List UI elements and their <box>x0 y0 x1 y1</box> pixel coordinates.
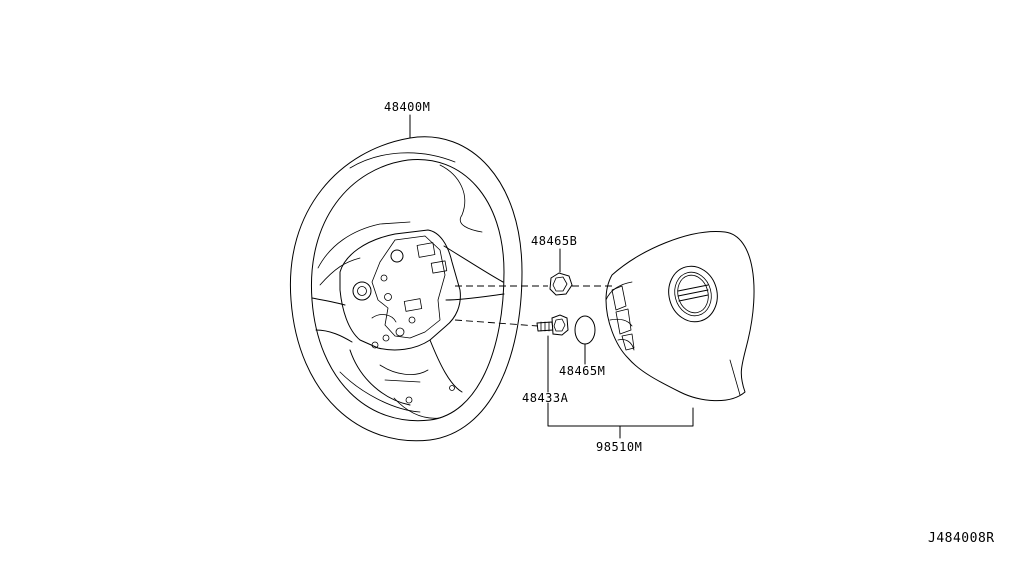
center-line-lower <box>454 319 539 327</box>
bracket-98510m <box>547 402 694 427</box>
steering-wheel-drawing <box>289 136 523 442</box>
bolt-drawing <box>536 314 569 336</box>
label-steering-wheel: 48400M <box>384 100 431 114</box>
label-bolt: 48433A <box>522 391 569 405</box>
diagram-code: J484008R <box>928 531 995 546</box>
label-airbag-module: 98510M <box>596 440 643 454</box>
label-washer: 48465M <box>559 364 606 378</box>
airbag-module-drawing <box>605 231 755 402</box>
nut-drawing <box>549 272 573 296</box>
washer-drawing <box>574 315 596 345</box>
label-nut: 48465B <box>531 234 578 248</box>
